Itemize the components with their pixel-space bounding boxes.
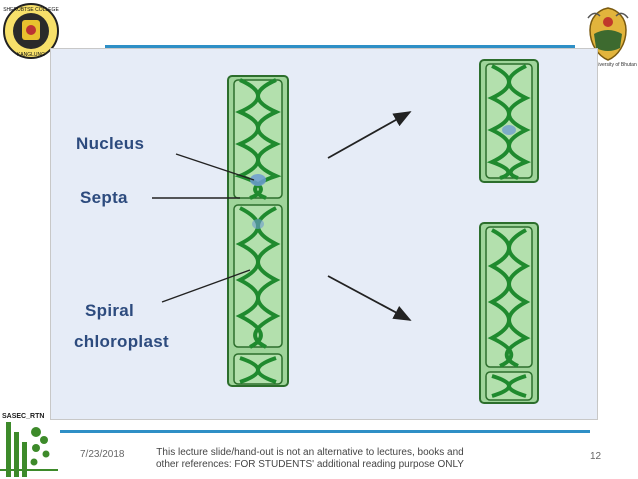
footer-rule — [60, 430, 590, 433]
page-number: 12 — [590, 451, 602, 462]
spirogyra-diagram — [152, 59, 539, 404]
university-caption: University of Bhutan — [592, 62, 637, 68]
sasec-text: SASEC_RTN — [2, 413, 44, 420]
label-chloroplast: chloroplast — [74, 332, 169, 351]
pointer-nucleus — [175, 153, 255, 181]
filament-left — [227, 75, 289, 387]
arrow-lower — [327, 275, 412, 321]
filament-right-bottom — [479, 222, 539, 404]
header-rule — [105, 45, 575, 48]
label-nucleus: Nucleus — [76, 134, 145, 153]
crest-text-top: SHERUBTSE COLLEGE — [3, 7, 59, 13]
pointer-spiral — [161, 269, 251, 303]
sasec-rtn-logo-icon: SASEC_RTN — [0, 410, 58, 477]
label-septa: Septa — [80, 188, 128, 207]
disclaimer: This lecture slide/hand-out is not an al… — [150, 447, 470, 471]
college-crest-icon: SHERUBTSE COLLEGE KANGLUNG — [3, 3, 59, 59]
arrow-upper — [327, 111, 412, 159]
university-crest-icon — [587, 7, 629, 61]
disclaimer-line-2: other references: FOR STUDENTS' addition… — [156, 459, 464, 470]
disclaimer-line-1: This lecture slide/hand-out is not an al… — [156, 447, 464, 458]
label-spiral: Spiral — [85, 301, 135, 320]
slide-date: 7/23/2018 — [80, 449, 125, 460]
crest-text-bottom: KANGLUNG — [17, 52, 45, 58]
filament-right-top — [479, 59, 539, 183]
